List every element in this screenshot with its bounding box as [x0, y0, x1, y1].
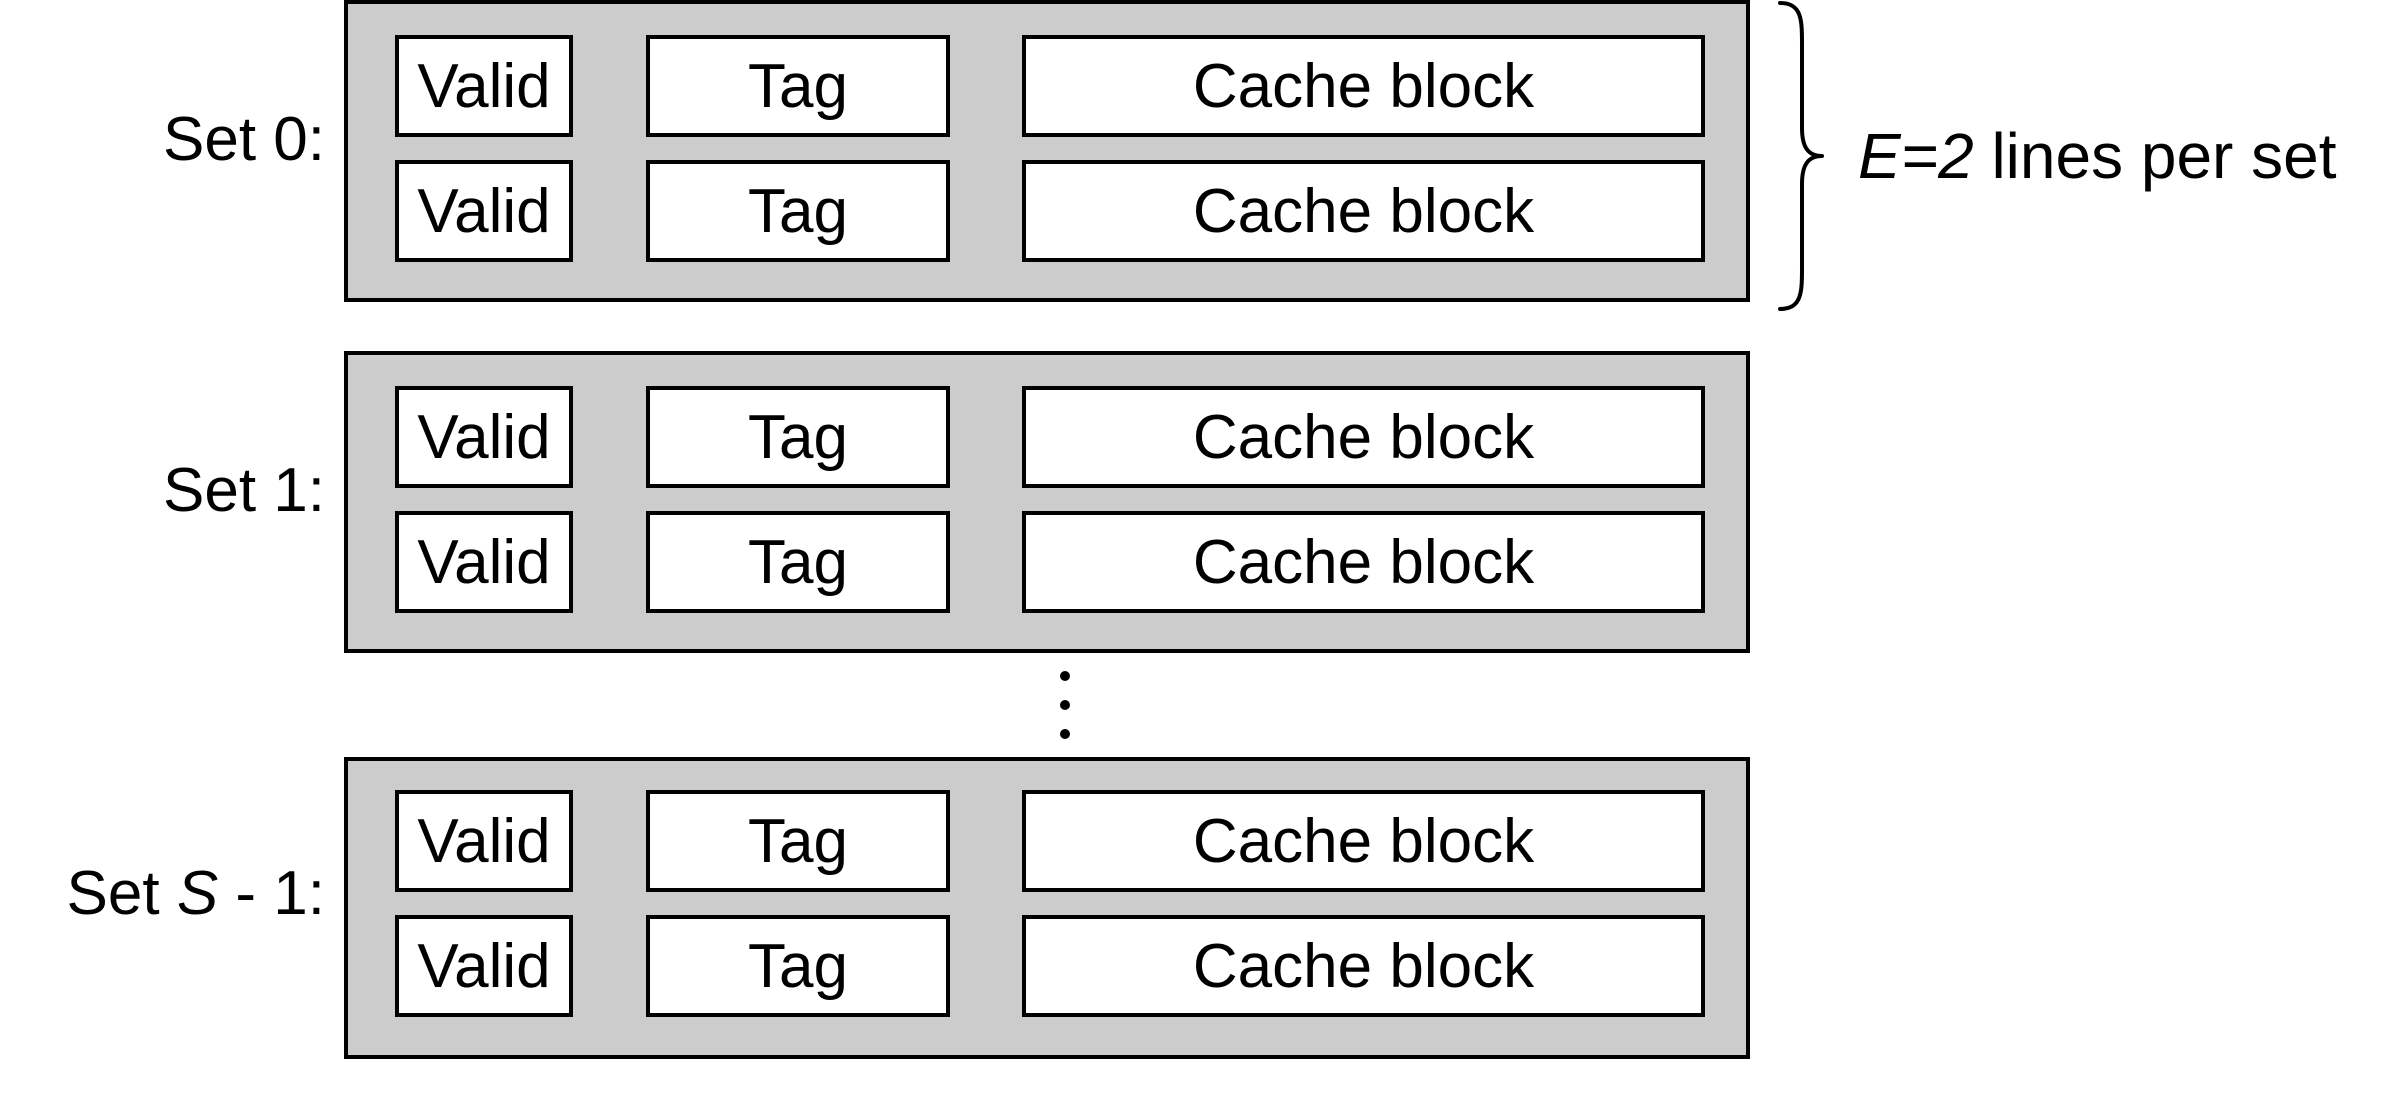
cache-block-field: Cache block	[1022, 386, 1705, 488]
cache-line: Valid Tag Cache block	[395, 511, 1705, 613]
tag-field: Tag	[646, 915, 950, 1017]
set-box-0: Valid Tag Cache block Valid Tag Cache bl…	[344, 0, 1750, 302]
ellipsis-dot	[1060, 671, 1070, 681]
set-box-last: Valid Tag Cache block Valid Tag Cache bl…	[344, 757, 1750, 1059]
cache-line: Valid Tag Cache block	[395, 915, 1705, 1017]
cache-block-field: Cache block	[1022, 511, 1705, 613]
cache-block-field: Cache block	[1022, 790, 1705, 892]
tag-field: Tag	[646, 790, 950, 892]
cache-line: Valid Tag Cache block	[395, 160, 1705, 262]
ellipsis-dot	[1060, 729, 1070, 739]
valid-field: Valid	[395, 511, 573, 613]
tag-field: Tag	[646, 160, 950, 262]
valid-field: Valid	[395, 35, 573, 137]
cache-block-field: Cache block	[1022, 160, 1705, 262]
valid-field: Valid	[395, 386, 573, 488]
vertical-ellipsis	[1054, 671, 1078, 741]
ellipsis-dot	[1060, 700, 1070, 710]
valid-field: Valid	[395, 160, 573, 262]
tag-field: Tag	[646, 386, 950, 488]
curly-brace-path	[1778, 1, 1824, 311]
valid-field: Valid	[395, 915, 573, 1017]
curly-brace	[1778, 1, 1824, 311]
tag-field: Tag	[646, 35, 950, 137]
set-label-0: Set 0:	[162, 105, 325, 174]
set-label-last: Set S - 1:	[66, 859, 325, 928]
cache-line: Valid Tag Cache block	[395, 35, 1705, 137]
cache-block-field: Cache block	[1022, 915, 1705, 1017]
cache-line: Valid Tag Cache block	[395, 386, 1705, 488]
valid-field: Valid	[395, 790, 573, 892]
cache-line: Valid Tag Cache block	[395, 790, 1705, 892]
set-box-1: Valid Tag Cache block Valid Tag Cache bl…	[344, 351, 1750, 653]
lines-per-set-label: E=2 lines per set	[1858, 120, 2337, 192]
cache-block-field: Cache block	[1022, 35, 1705, 137]
set-label-1: Set 1:	[162, 456, 325, 525]
tag-field: Tag	[646, 511, 950, 613]
